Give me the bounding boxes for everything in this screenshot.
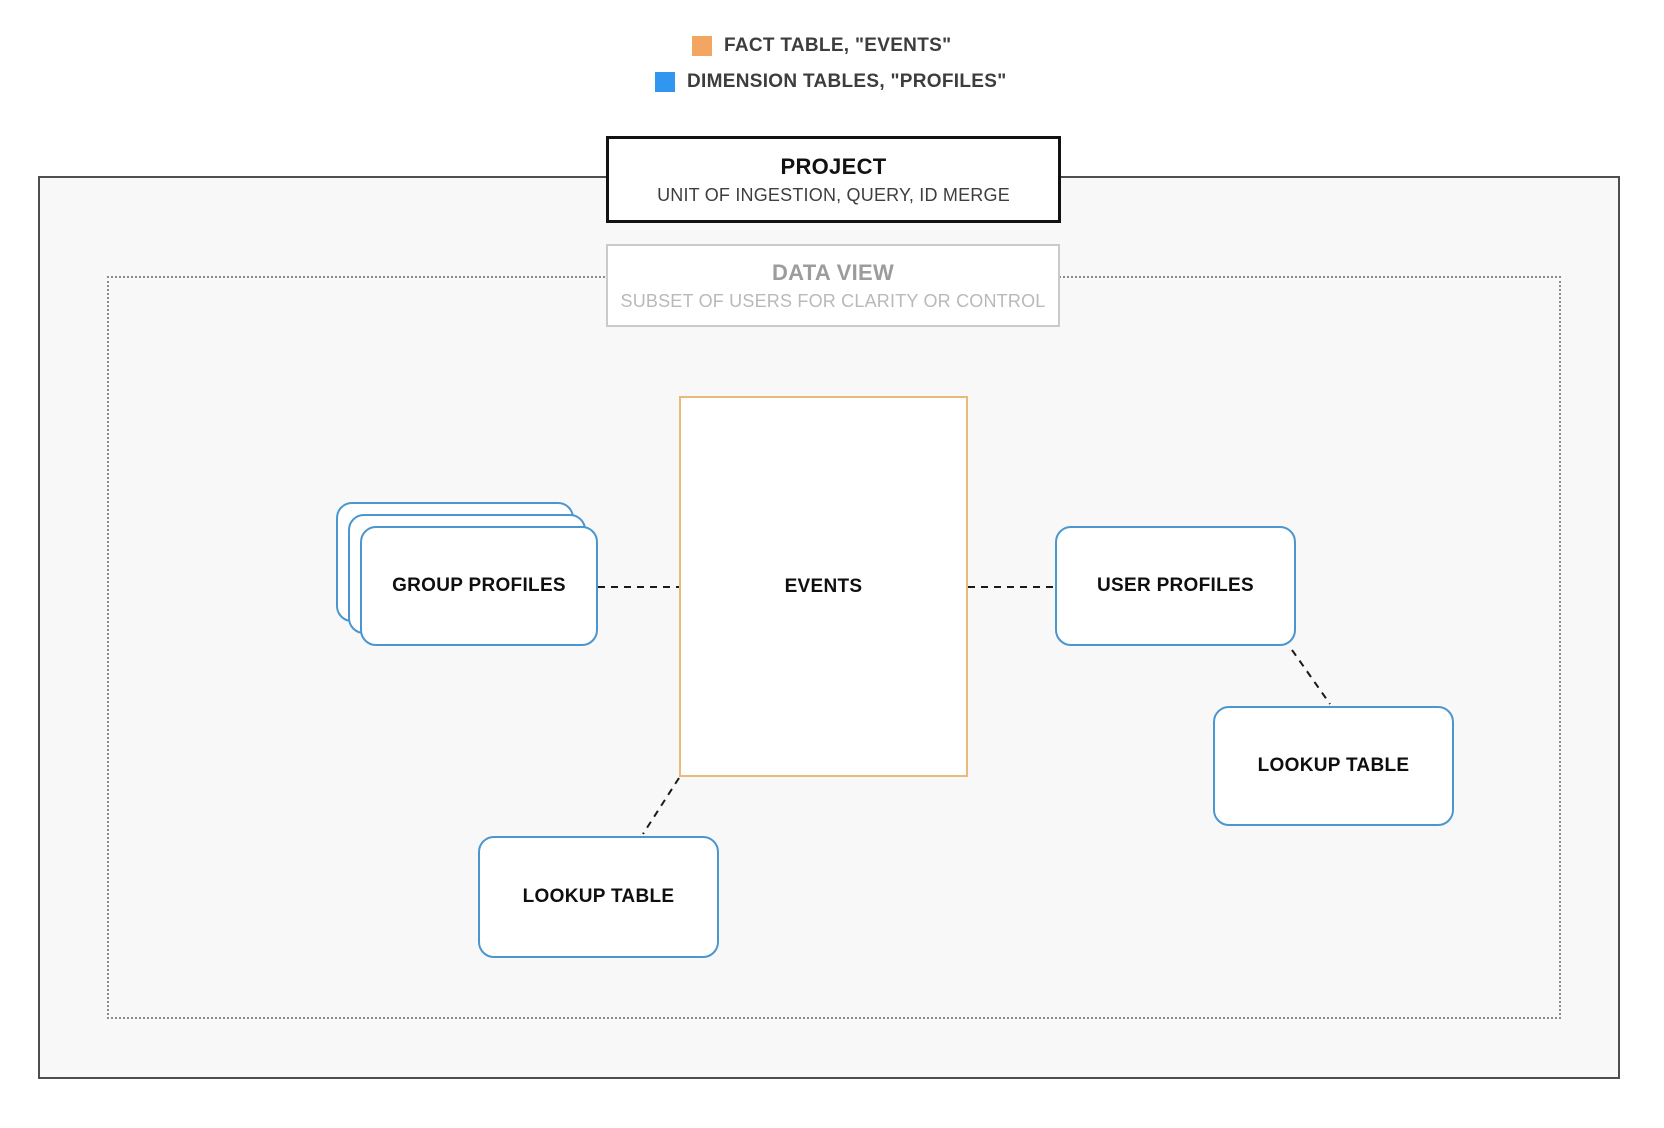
legend-dimension-swatch (655, 72, 675, 92)
project-subtitle: UNIT OF INGESTION, QUERY, ID MERGE (657, 184, 1010, 205)
legend-dimension-label: DIMENSION TABLES, "PROFILES" (687, 71, 1007, 92)
lookup-table-right-label: LOOKUP TABLE (1257, 755, 1410, 776)
legend-fact-label: FACT TABLE, "EVENTS" (724, 35, 952, 56)
lookup-table-bottom-label: LOOKUP TABLE (522, 886, 675, 907)
data-view-header: DATA VIEW SUBSET OF USERS FOR CLARITY OR… (606, 244, 1060, 327)
legend-fact-swatch (692, 36, 712, 56)
lookup-table-bottom-card: LOOKUP TABLE (478, 836, 719, 958)
group-profiles-label: GROUP PROFILES (392, 575, 566, 596)
project-title: PROJECT (780, 153, 887, 179)
events-node: EVENTS (679, 396, 968, 777)
project-header: PROJECT UNIT OF INGESTION, QUERY, ID MER… (606, 136, 1061, 223)
legend-item-dimension: DIMENSION TABLES, "PROFILES" (655, 72, 1007, 92)
data-view-title: DATA VIEW (771, 259, 895, 285)
data-view-subtitle: SUBSET OF USERS FOR CLARITY OR CONTROL (620, 290, 1046, 311)
group-profiles-card: GROUP PROFILES (360, 526, 598, 646)
legend-item-fact: FACT TABLE, "EVENTS" (692, 36, 951, 56)
user-profiles-label: USER PROFILES (1097, 575, 1254, 596)
lookup-table-right-card: LOOKUP TABLE (1213, 706, 1454, 826)
user-profiles-card: USER PROFILES (1055, 526, 1296, 646)
events-label: EVENTS (784, 575, 863, 597)
